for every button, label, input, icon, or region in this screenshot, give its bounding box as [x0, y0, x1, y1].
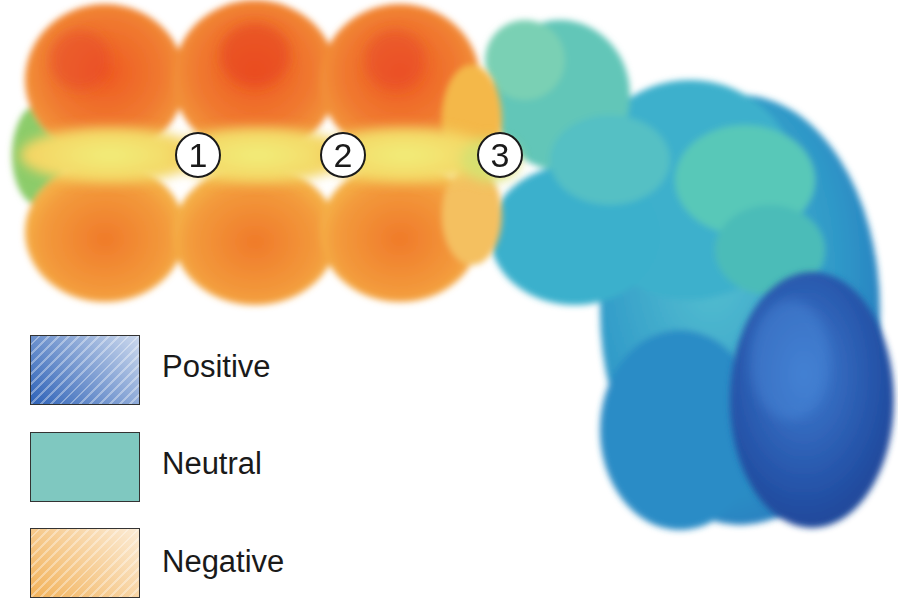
callout-number: 3: [491, 138, 510, 172]
callout-number: 1: [189, 138, 208, 172]
legend-label: Negative: [162, 545, 284, 579]
callout-circle: 1: [175, 132, 221, 178]
legend-swatch: [30, 432, 140, 502]
legend-label: Positive: [162, 350, 271, 384]
callout-circle: 2: [320, 132, 366, 178]
legend-label: Neutral: [162, 447, 262, 481]
legend-swatch: [30, 528, 140, 598]
callout-circle: 3: [477, 132, 523, 178]
legend-swatch: [30, 335, 140, 405]
callout-number: 2: [334, 138, 353, 172]
